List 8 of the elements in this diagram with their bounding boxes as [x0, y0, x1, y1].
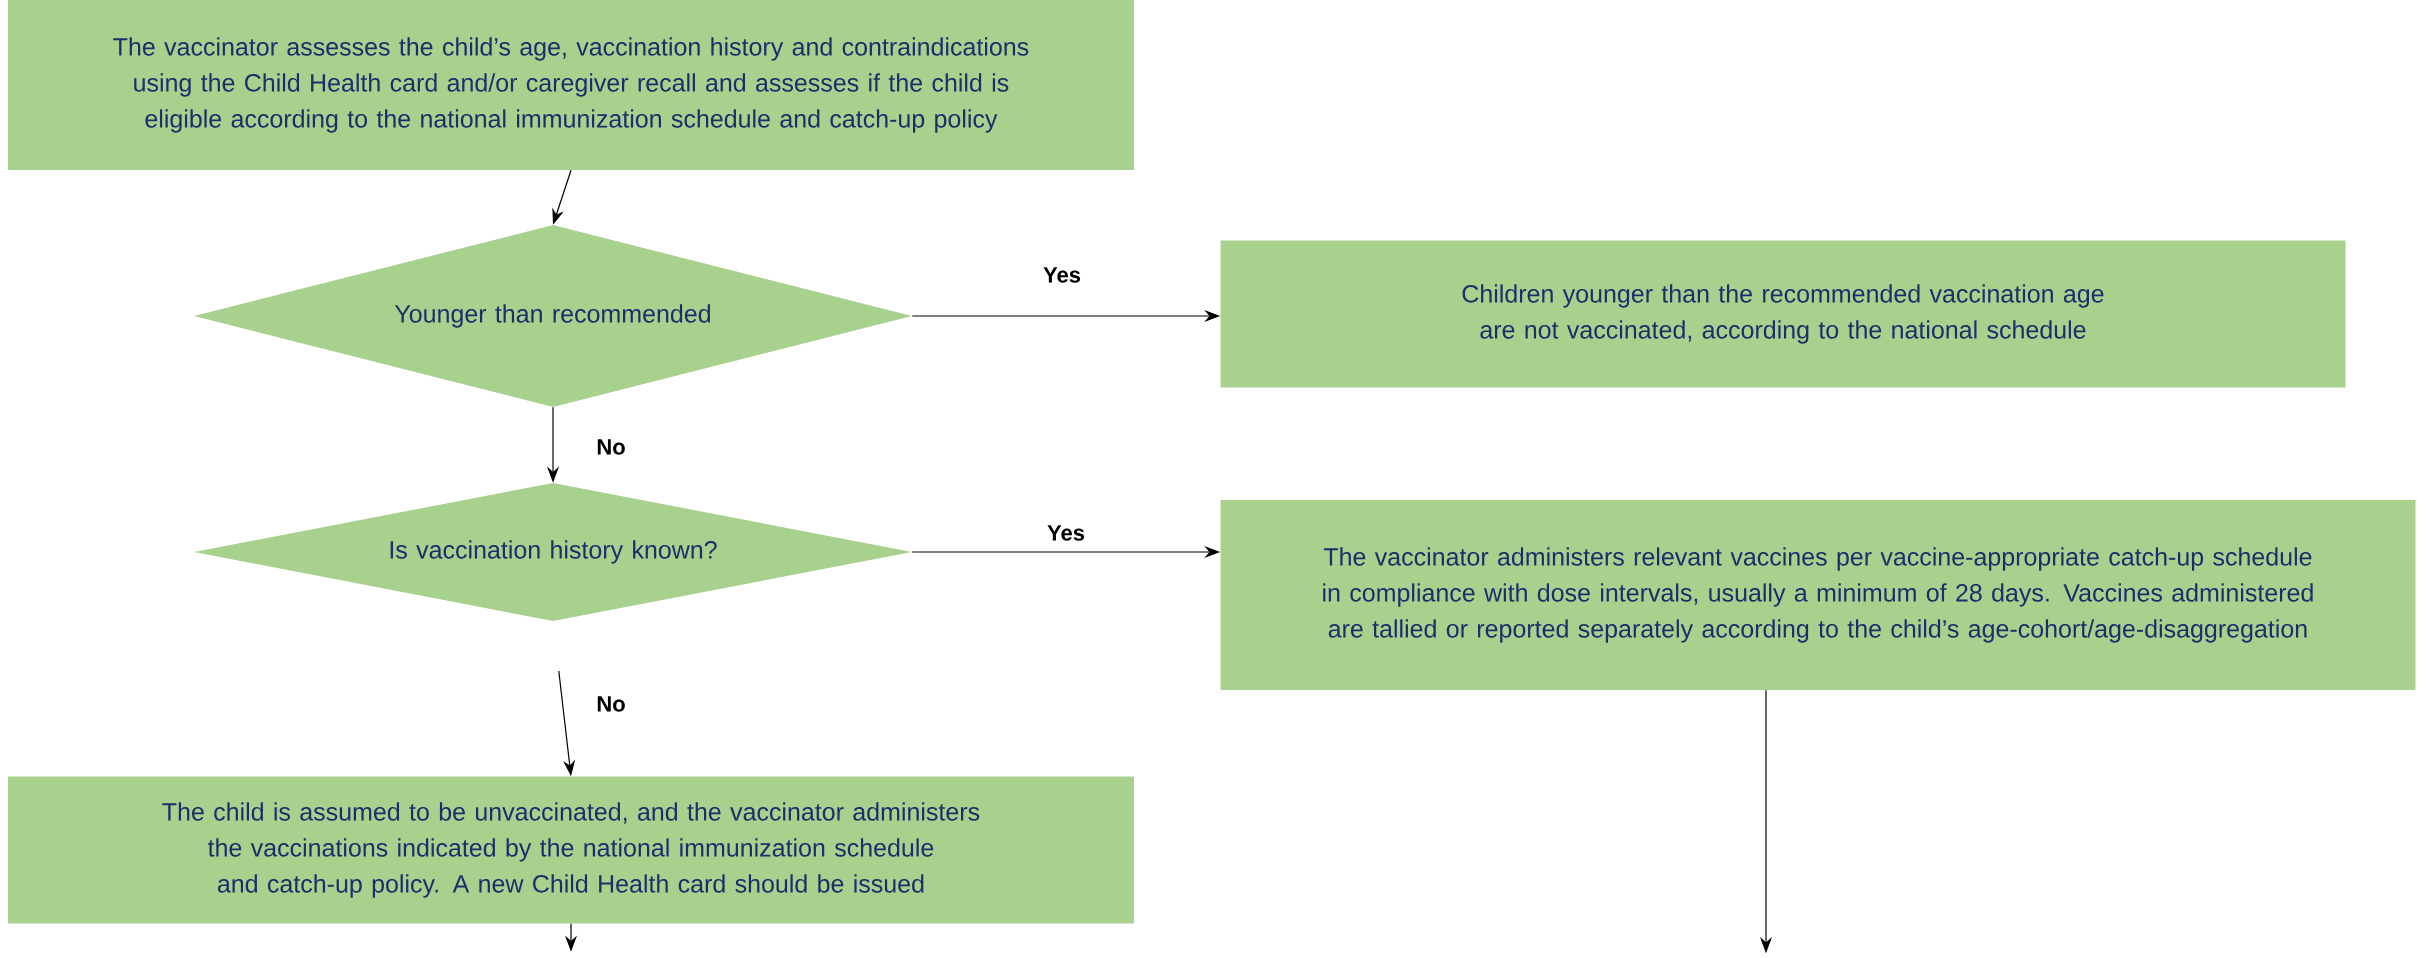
- edge-label: No: [597, 439, 625, 455]
- edge-label: Yes: [1043, 267, 1081, 283]
- process-box: The vaccinator assesses the child’s age, vaccination history and contraindications using the Child Health card and/or caregiver recall and assesses if the child is eligible according to the national immunization schedule and catch-up policy: [8, 0, 1134, 170]
- process-box: Children younger than the recommended vaccination age are not vaccinated, according to the national schedule: [1220, 240, 2346, 388]
- process-box: The vaccinator administers relevant vaccines per vaccine-appropriate catch-up schedule in compliance with dose intervals, usually a minimum of 28 days. Vaccines administered are tallied or reported separately according to the child’s age-cohort/age-disaggregation: [1220, 500, 2416, 690]
- edge-label: Yes: [1047, 525, 1085, 541]
- process-box: The child is assumed to be unvaccinated, and the vaccinator administers the vaccinations indicated by the national immunization schedule and catch-up policy. A new Child Health card should be issued: [8, 776, 1134, 924]
- edge-label: No: [597, 696, 625, 712]
